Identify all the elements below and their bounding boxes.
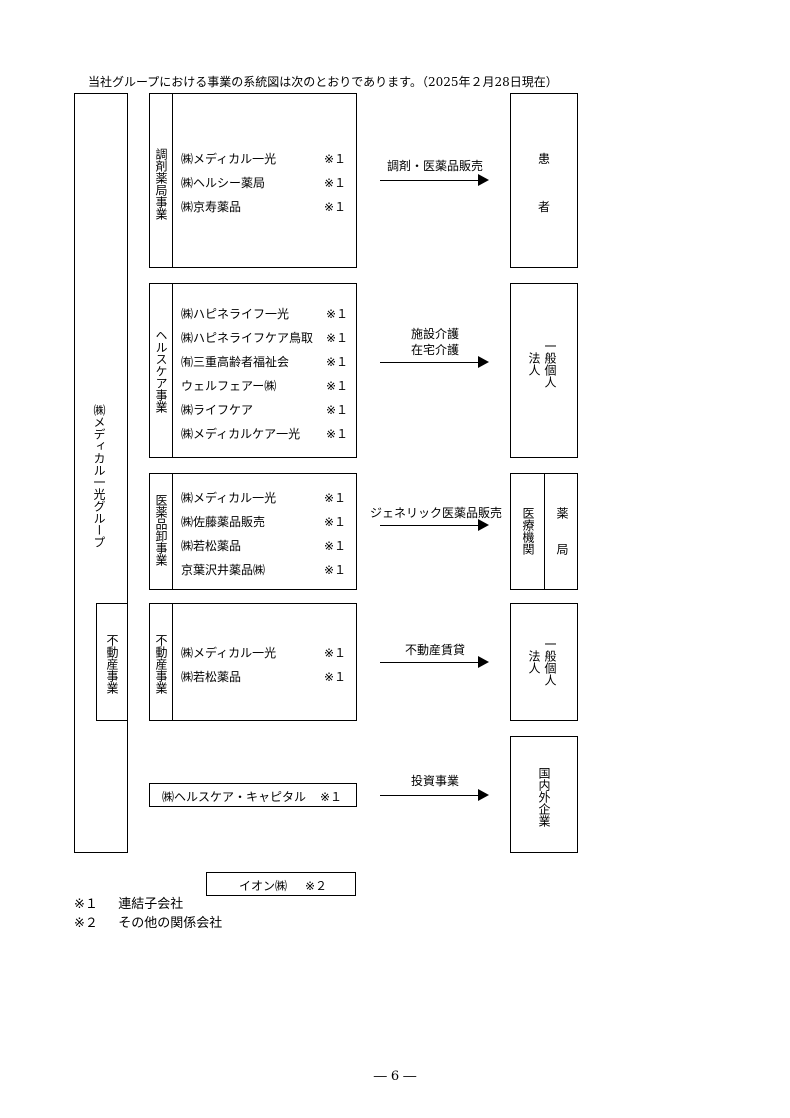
customer-box-companies: 国内外企業 [510,736,578,853]
customer-label: 法人 [527,352,541,376]
company-name: ㈱メディカル一光 [181,491,277,505]
company-mark: ※１ [324,563,347,577]
arrow-head-icon [478,519,489,531]
note-text: その他の関係会社 [118,916,223,931]
segment-box-healthcare: ヘルスケア事業 ㈱ハピネライフ一光 ※１ ㈱ハピネライフケア鳥取 ※１ ㈲三重高… [149,283,357,458]
company-mark: ※１ [324,152,347,166]
company-mark: ※１ [324,200,347,214]
parent-mark: ※２ [305,879,328,893]
note-2: ※２ その他の関係会社 [74,912,222,931]
page-number: ― 6 ― [373,1069,417,1084]
company-name: ㈱ライフケア [181,403,254,417]
company-name: ㈱メディカル一光 [181,646,277,660]
company-name: ㈱メディカル一光 [181,152,277,166]
company-name: ウェルフェアー㈱ [181,379,277,393]
arrow-label: 投資事業 [410,774,459,788]
group-box: ㈱メディカル一光グループ [74,93,128,853]
company-name: ㈱佐藤薬品販売 [181,515,266,529]
note-text: 連結子会社 [118,897,184,912]
arrow-head-icon [478,174,489,186]
customer-label: 一般個人 [543,638,557,686]
customer-box-medical-pharmacy: 医療機関 薬局 [510,473,578,590]
segment-label: 調剤薬局事業 [154,148,168,220]
company-mark: ※１ [324,539,347,553]
parent-name: イオン㈱ [239,879,288,893]
arrow-line [380,362,478,363]
segment-box-wholesale: 医薬品卸事業 ㈱メディカル一光 ※１ ㈱佐藤薬品販売 ※１ ㈱若松薬品 ※１ 京… [149,473,357,590]
company-name: ㈱若松薬品 [181,670,242,684]
segment-box-dispensing: 調剤薬局事業 ㈱メディカル一光 ※１ ㈱ヘルシー薬局 ※１ ㈱京寿薬品 ※１ [149,93,357,268]
company-name: ㈱ハピネライフ一光 [181,307,290,321]
company-name: 京葉沢井薬品㈱ [181,563,266,577]
arrow-label: 施設介護 [410,327,459,341]
company-name: ㈱ヘルシー薬局 [181,176,266,190]
customer-label: 者 [538,200,551,214]
note-1: ※１ 連結子会社 [74,893,183,912]
parent-company-box: イオン㈱ ※２ [206,872,356,896]
company-mark: ※１ [320,790,343,804]
company-name: ㈱若松薬品 [181,539,242,553]
arrow-label: ジェネリック医薬品販売 [370,506,503,520]
real-estate-side-label: 不動産事業 [105,634,119,694]
company-name: ㈱京寿薬品 [181,200,242,214]
customer-label: 国内外企業 [537,767,551,827]
arrow-line [380,662,478,663]
customer-label-pharmacy: 薬局 [555,507,569,579]
segment-label: 医薬品卸事業 [154,494,168,566]
header-text: 当社グループにおける事業の系統図は次のとおりであります。（2025年２月28日現… [88,75,558,89]
customer-box-individuals-corporations: 一般個人 法人 [510,283,578,458]
company-mark: ※１ [324,491,347,505]
arrow-label: 不動産賃貸 [404,643,465,657]
company-mark: ※１ [326,379,349,393]
arrow-label: 在宅介護 [410,343,459,357]
segment-label: ヘルスケア事業 [154,329,168,413]
note-mark: ※１ [74,897,98,912]
arrow-head-icon [478,656,489,668]
company-mark: ※１ [324,646,347,660]
arrow-head-icon [478,789,489,801]
segment-box-real-estate: 不動産事業 ㈱メディカル一光 ※１ ㈱若松薬品 ※１ [149,603,357,721]
company-mark: ※１ [326,427,349,441]
customer-box-patients: 患 者 [510,93,578,268]
company-mark: ※１ [324,670,347,684]
real-estate-side-box: 不動産事業 [96,603,128,721]
customer-label: 薬局 [555,507,569,579]
customer-label: 患 [538,152,551,166]
company-mark: ※１ [326,355,349,369]
customer-box-individuals-corporations: 一般個人 法人 [510,603,578,721]
company-mark: ※１ [326,307,349,321]
company-name: ㈲三重高齢者福祉会 [181,355,290,369]
arrow-line [380,525,478,526]
arrow-head-icon [478,356,489,368]
customer-label: 医療機関 [521,507,535,555]
group-name: ㈱メディカル一光グループ [92,404,106,548]
investment-company-box: ㈱ヘルスケア・キャピタル ※１ [149,783,357,807]
arrow-line [380,795,478,796]
company-name: ㈱ハピネライフケア鳥取 [181,331,314,345]
segment-label: 不動産事業 [154,634,168,694]
company-mark: ※１ [324,515,347,529]
company-mark: ※１ [326,331,349,345]
note-mark: ※２ [74,916,98,931]
company-name: ㈱ヘルスケア・キャピタル [162,790,307,804]
company-name: ㈱メディカルケア一光 [181,427,301,441]
company-mark: ※１ [324,176,347,190]
arrow-label: 調剤・医薬品販売 [386,159,483,173]
customer-label: 法人 [527,650,541,674]
arrow-line [380,180,478,181]
company-mark: ※１ [326,403,349,417]
customer-label: 一般個人 [543,340,557,388]
